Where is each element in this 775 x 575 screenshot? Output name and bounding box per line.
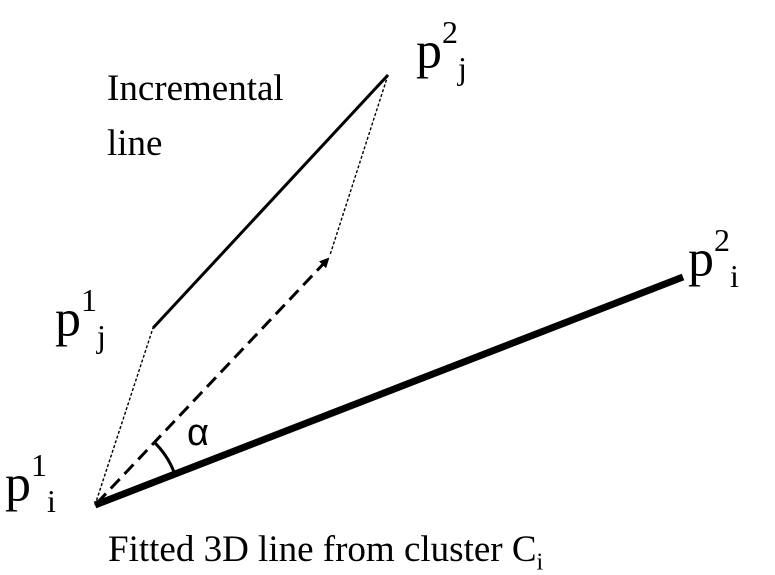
label-p2i-sub: i (730, 257, 739, 294)
label-p1j: p1j (55, 284, 106, 354)
label-p1i-base: p (5, 455, 31, 513)
label-p1j-sub: j (97, 317, 106, 354)
connector-p1i-p1j (94, 327, 154, 506)
angle-alpha-arc (152, 440, 176, 473)
direction-arrow (95, 257, 330, 505)
incremental-line-caption-2: line (107, 123, 163, 164)
incremental-line-caption-1: Incremental (107, 68, 284, 109)
label-p2j-sup: 2 (442, 14, 458, 50)
label-p1i: p1i (5, 449, 56, 519)
incremental-line (151, 73, 390, 330)
label-p1i-sub: i (47, 482, 56, 519)
label-p1j-base: p (55, 290, 81, 348)
angle-alpha-label: α (187, 412, 209, 454)
label-p2j-base: p (416, 22, 442, 80)
label-p2j-sub: j (458, 49, 467, 86)
label-p2i-sup: 2 (714, 222, 730, 258)
fitted-line-caption: Fitted 3D line from cluster Ci (108, 531, 543, 574)
fitted-3d-line (93, 273, 685, 509)
fitted-line-caption-text: Fitted 3D line from cluster C (108, 529, 537, 570)
label-p1i-sup: 1 (31, 447, 47, 483)
fitted-line-caption-sub: i (536, 549, 544, 575)
label-p2i: p2i (688, 224, 739, 294)
label-p2i-base: p (688, 230, 714, 288)
connector-p2j-arrow (329, 74, 389, 256)
label-p2j: p2j (416, 16, 467, 86)
label-p1j-sup: 1 (81, 282, 97, 318)
